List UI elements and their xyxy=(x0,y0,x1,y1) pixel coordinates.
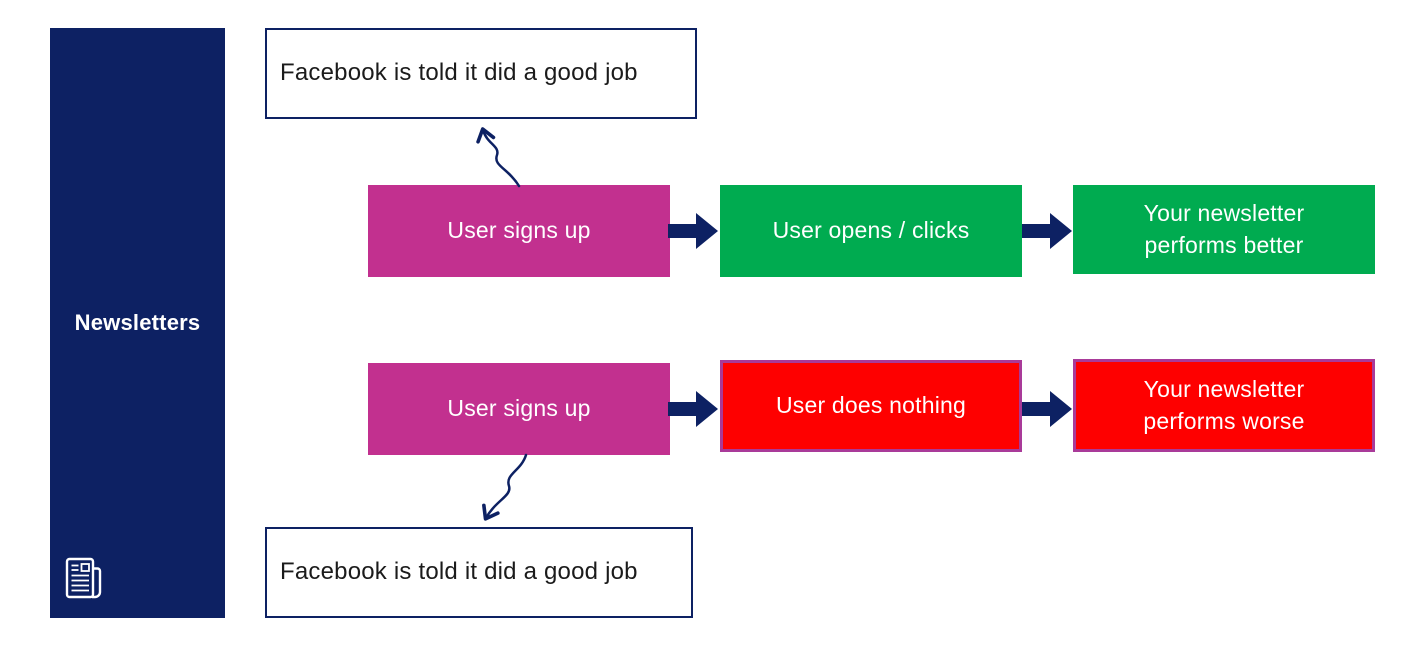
newspaper-icon xyxy=(65,557,102,599)
feedback-box-bottom: Facebook is told it did a good job xyxy=(265,527,693,618)
flow-step-user-opens-clicks: User opens / clicks xyxy=(720,185,1022,277)
curved-arrow-down xyxy=(482,453,528,521)
sidebar-title: Newsletters xyxy=(74,310,201,335)
flow-step-user-signs-up-negative: User signs up xyxy=(368,363,670,455)
flow-step-user-does-nothing: User does nothing xyxy=(720,360,1022,452)
block-arrow-right xyxy=(1022,391,1072,427)
block-arrow-right xyxy=(668,391,718,427)
block-arrow-right xyxy=(1022,213,1072,249)
curved-arrow-up xyxy=(476,127,521,188)
newsletters-sidebar: Newsletters xyxy=(50,28,225,618)
block-arrow-right xyxy=(668,213,718,249)
flow-step-performs-worse: Your newsletter performs worse xyxy=(1073,359,1375,452)
feedback-box-top: Facebook is told it did a good job xyxy=(265,28,697,119)
flow-step-performs-better: Your newsletter performs better xyxy=(1073,185,1375,274)
flow-step-user-signs-up-positive: User signs up xyxy=(368,185,670,277)
